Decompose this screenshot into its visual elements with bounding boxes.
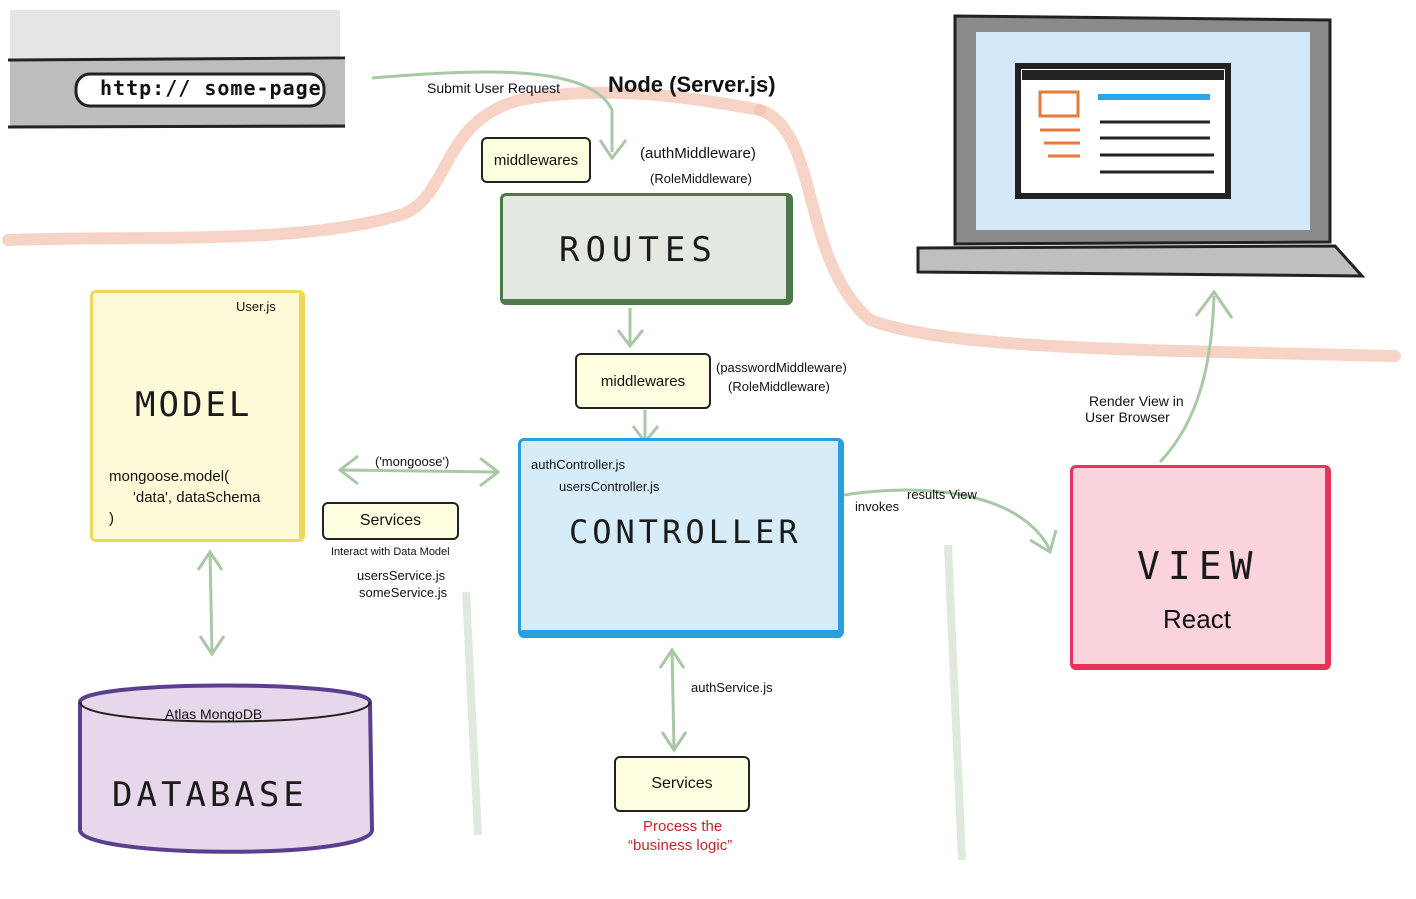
- role-middleware-label-2: (RoleMiddleware): [728, 379, 830, 394]
- url-text: http:// some-page: [100, 76, 322, 100]
- role-middleware-label: (RoleMiddleware): [650, 171, 752, 186]
- controller-services-arrow: [670, 649, 676, 749]
- model-services-label: Services: [359, 512, 422, 529]
- mongoose-label: ('mongoose'): [375, 454, 450, 469]
- routes-middlewares-label: middlewares: [493, 151, 579, 169]
- routes-middlewares-box: middlewares: [481, 137, 591, 183]
- model-services-box: Services: [322, 502, 459, 540]
- laptop-window-titlebar: [1022, 70, 1224, 80]
- submit-arrow: [371, 70, 614, 152]
- password-middleware-label: (passwordMiddleware): [716, 360, 847, 375]
- model-code-line-3: ): [109, 510, 114, 527]
- browser-strip-line-top: [7, 56, 346, 62]
- browser-strip-top: [10, 10, 340, 58]
- model-controller-arrowhead-left: [337, 454, 359, 486]
- routes-label: ROUTES: [559, 230, 718, 270]
- laptop-image-placeholder: [1038, 90, 1080, 118]
- controller-box: authController.js usersController.js CON…: [518, 438, 844, 638]
- auth-controller-file: authController.js: [531, 457, 625, 472]
- model-db-arrowhead-down: [198, 635, 226, 657]
- controller-middlewares-box: middlewares: [575, 353, 711, 409]
- some-service-file: someService.js: [359, 585, 448, 600]
- url-field-outline: [74, 72, 326, 108]
- faint-stroke: [462, 591, 482, 836]
- model-controller-arrowhead-right: [479, 456, 501, 488]
- view-box: VIEW React: [1070, 465, 1331, 670]
- users-controller-file: usersController.js: [559, 479, 660, 494]
- model-controller-arrow: [341, 468, 497, 474]
- controller-middlewares-label: middlewares: [600, 372, 686, 390]
- submit-request-label: Submit User Request: [427, 80, 561, 96]
- browser-strip-line-bottom: [7, 124, 346, 129]
- invokes-label: invokes: [855, 499, 900, 514]
- routes-down-arrowhead: [616, 329, 645, 349]
- logic-services-box: Services: [614, 756, 750, 812]
- controller-services-arrowhead-down: [660, 731, 688, 753]
- routes-box: ROUTES: [500, 193, 793, 305]
- model-db-arrowhead-up: [196, 549, 224, 571]
- model-code-line-1: mongoose.model(: [109, 468, 230, 485]
- logic-services-caption-2: “business logic”: [628, 837, 733, 854]
- auth-service-file: authService.js: [691, 680, 773, 695]
- model-file-label: User.js: [236, 299, 276, 314]
- render-view-label-1: Render View in: [1089, 393, 1184, 409]
- view-laptop-arrow: [1158, 295, 1216, 464]
- database-cylinder: [78, 683, 375, 854]
- model-box: User.js MODEL mongoose.model( 'data', da…: [90, 290, 305, 542]
- auth-middleware-label: (authMiddleware): [640, 145, 756, 162]
- database-sublabel: Atlas MongoDB: [165, 706, 263, 722]
- users-service-file: usersService.js: [357, 568, 446, 583]
- render-view-label-2: User Browser: [1085, 409, 1170, 425]
- server-title: Node (Server.js): [608, 72, 776, 97]
- controller-label: CONTROLLER: [569, 513, 802, 551]
- salmon-swoosh-left: [2, 86, 766, 246]
- controller-view-arrowhead: [1029, 529, 1058, 555]
- database-label: DATABASE: [112, 775, 308, 815]
- faint-stroke: [944, 544, 966, 861]
- results-view-label: results View: [907, 487, 977, 502]
- controller-services-arrowhead-up: [658, 647, 686, 669]
- database-cylinder-rim: [79, 701, 371, 723]
- logic-services-label: Services: [651, 775, 713, 792]
- model-services-caption: Interact with Data Model: [331, 546, 450, 558]
- salmon-swoosh-right: [754, 104, 1401, 362]
- model-code-line-2: 'data', dataSchema: [133, 489, 261, 506]
- model-db-arrow: [208, 551, 214, 653]
- controller-view-arrow: [837, 488, 1052, 551]
- laptop-base: [916, 244, 1366, 278]
- view-sublabel: React: [1163, 604, 1231, 634]
- model-label: MODEL: [135, 385, 253, 425]
- logic-services-caption-1: Process the: [643, 818, 723, 835]
- view-label: VIEW: [1137, 544, 1261, 588]
- view-laptop-arrowhead: [1194, 289, 1234, 319]
- submit-arrowhead: [598, 139, 628, 161]
